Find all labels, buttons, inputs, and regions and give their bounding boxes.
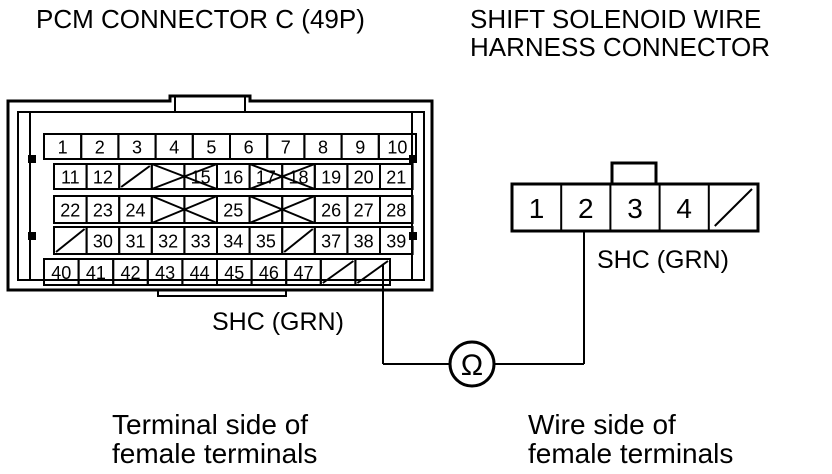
pcm-unused-cavity-cross bbox=[249, 195, 316, 224]
pcm-terminal-label: 12 bbox=[93, 168, 113, 188]
pcm-terminal-label: 30 bbox=[93, 232, 113, 252]
pcm-terminal-label: 6 bbox=[244, 138, 254, 158]
pcm-unused-cavity-mark bbox=[55, 228, 86, 253]
pcm-terminal-label: 33 bbox=[191, 232, 211, 252]
pcm-terminal-label: 32 bbox=[158, 232, 178, 252]
pcm-unused-cavity-mark bbox=[283, 228, 314, 253]
pcm-cavity bbox=[150, 195, 186, 224]
pcm-terminal-label: 26 bbox=[321, 201, 341, 221]
ohm-symbol: Ω bbox=[461, 349, 483, 382]
pcm-terminal-label: 16 bbox=[223, 168, 243, 188]
solenoid-connector-title-line1: SHIFT SOLENOID WIRE bbox=[470, 4, 761, 34]
solenoid-connector-title-line2: HARNESS CONNECTOR bbox=[470, 32, 770, 62]
pcm-connector bbox=[6, 94, 434, 297]
solenoid-terminal-row: 1 2 3 4 bbox=[529, 184, 753, 231]
pcm-terminal-label: 5 bbox=[206, 138, 216, 158]
pcm-terminal-label: 4 bbox=[169, 138, 179, 158]
ohmmeter-icon bbox=[448, 340, 496, 388]
pcm-terminal-label: 28 bbox=[386, 201, 406, 221]
pcm-terminal-label: 7 bbox=[281, 138, 291, 158]
pcm-cavity bbox=[379, 163, 414, 190]
pcm-terminal-label: 46 bbox=[259, 263, 279, 283]
solenoid-connector bbox=[510, 161, 760, 233]
solenoid-caption-line1: Wire side of bbox=[528, 409, 676, 440]
solenoid-unused-cavity-mark bbox=[714, 188, 753, 227]
pcm-terminal-label: 37 bbox=[321, 232, 341, 252]
pcm-cavity bbox=[379, 226, 414, 255]
pcm-terminal-label: 10 bbox=[387, 138, 407, 158]
solenoid-terminal-label: 2 bbox=[578, 193, 594, 224]
pcm-terminal-label: 23 bbox=[93, 201, 113, 221]
pcm-terminal-label: 11 bbox=[61, 168, 80, 188]
test-wire bbox=[382, 231, 585, 365]
pcm-terminal-label: 45 bbox=[224, 263, 244, 283]
solenoid-wire-label: SHC (GRN) bbox=[597, 246, 729, 274]
pcm-terminal-label: 9 bbox=[355, 138, 365, 158]
pcm-terminal-label: 34 bbox=[223, 232, 243, 252]
pcm-terminal-label: 22 bbox=[60, 201, 80, 221]
pcm-terminal-label: 35 bbox=[256, 232, 276, 252]
pcm-terminal-label: 42 bbox=[120, 263, 140, 283]
pcm-terminal-label: 20 bbox=[354, 168, 374, 188]
pcm-terminal-label: 38 bbox=[354, 232, 374, 252]
solenoid-terminal-label: 3 bbox=[627, 193, 643, 224]
pcm-terminal-label: 47 bbox=[293, 263, 313, 283]
pcm-terminal-label: 8 bbox=[318, 138, 328, 158]
pcm-cavity bbox=[377, 133, 417, 160]
pcm-wire-label: SHC (GRN) bbox=[212, 308, 344, 336]
pcm-terminal-label: 24 bbox=[125, 201, 145, 221]
pcm-cavity bbox=[183, 195, 218, 224]
pcm-terminal-label: 1 bbox=[58, 138, 68, 158]
solenoid-terminal-label: 4 bbox=[676, 193, 692, 224]
pcm-caption-line1: Terminal side of bbox=[112, 409, 308, 440]
pcm-unused-cavity-mark bbox=[120, 165, 151, 188]
pcm-terminal-label: 3 bbox=[132, 138, 142, 158]
pcm-cavity bbox=[150, 163, 186, 190]
pcm-terminal-label: 25 bbox=[223, 201, 243, 221]
pcm-caption-line2: female terminals bbox=[112, 438, 317, 469]
pcm-terminal-label: 19 bbox=[321, 168, 341, 188]
pcm-terminal-label: 40 bbox=[51, 263, 71, 283]
pcm-unused-cavity-mark bbox=[322, 260, 354, 284]
pcm-unused-cavity-mark bbox=[356, 260, 389, 284]
pcm-unused-cavity-cross bbox=[151, 163, 218, 190]
pcm-cavity bbox=[281, 195, 316, 224]
pcm-terminal-label: 27 bbox=[354, 201, 374, 221]
pcm-terminal-label: 2 bbox=[95, 138, 105, 158]
solenoid-caption-line2: female terminals bbox=[528, 438, 733, 469]
solenoid-terminal-label: 1 bbox=[529, 193, 545, 224]
pcm-cavity bbox=[248, 195, 284, 224]
pcm-terminal-label: 41 bbox=[86, 263, 106, 283]
pcm-terminal-label: 31 bbox=[125, 232, 145, 252]
pcm-terminal-label: 43 bbox=[155, 263, 175, 283]
pcm-unused-cavity-cross bbox=[151, 195, 218, 224]
pcm-connector-title: PCM CONNECTOR C (49P) bbox=[36, 4, 365, 34]
pcm-terminal-label: 44 bbox=[190, 263, 210, 283]
pcm-terminal-label: 21 bbox=[386, 168, 406, 188]
pcm-unused-cavity-cross bbox=[249, 163, 316, 190]
pcm-cavity bbox=[379, 195, 414, 224]
pcm-terminal-label: 39 bbox=[386, 232, 406, 252]
pcm-cavity bbox=[354, 258, 391, 286]
